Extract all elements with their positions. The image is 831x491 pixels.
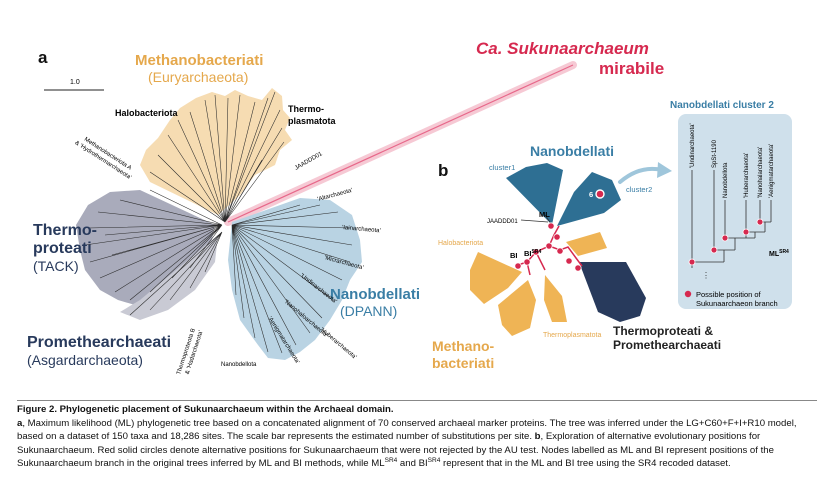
label-thermoproteati-2: proteati — [33, 240, 92, 257]
label-nanobdellati-a: Nanobdellati — [330, 286, 420, 303]
label-cluster1: cluster1 — [489, 163, 515, 172]
wedge-halobacteriota — [470, 252, 522, 304]
cluster2-dots: ⋮ — [702, 271, 710, 280]
label-ml: ML — [539, 210, 550, 219]
cluster2-box-title: Nanobdellati cluster 2 — [670, 100, 774, 111]
label-promethearchaeati: Promethearchaeati — [27, 334, 171, 351]
scale-bar-label: 1.0 — [70, 79, 80, 86]
wedge-thermoproteati — [579, 262, 646, 322]
label-methano-1: Methano- — [432, 338, 495, 354]
caption-sup-2: SR4 — [427, 456, 441, 464]
cluster2-taxon-2: SpSt-1190 — [712, 139, 718, 168]
caption-b-letter: b — [534, 431, 541, 443]
cluster2-taxon-1: 'Undinarchaeota' — [690, 123, 696, 168]
cluster2-box — [678, 114, 792, 309]
label-thermoproteati-1: Thermo- — [33, 222, 97, 239]
caption-sup-1: SR4 — [384, 456, 398, 464]
label-thermoproteati-b-2: Promethearchaeati — [613, 338, 721, 352]
wedge-thermoplasmatota — [544, 275, 567, 322]
wedge-orange-small — [566, 232, 607, 256]
wedge-cluster1 — [506, 163, 563, 225]
wedge-cluster2 — [557, 172, 621, 226]
cluster2-taxon-4: 'Huberarchaeota' — [744, 153, 750, 198]
label-cluster2: cluster2 — [626, 185, 652, 194]
scale-bar: 1.0 — [44, 79, 104, 91]
arrow-head — [657, 162, 672, 178]
label-bi-sr4: BISR4 — [524, 249, 541, 258]
label-methano-2: bacteriati — [432, 355, 494, 371]
panel-b-letter: b — [438, 161, 448, 180]
label-nanobdellota-a: Nanobdellota — [221, 362, 257, 368]
label-methanobacteriati: Methanobacteriati — [135, 52, 263, 69]
cluster2-taxon-3: Nanobdellota — [723, 162, 729, 198]
label-nanobdellati-b: Nanobdellati — [530, 143, 614, 159]
label-methanobacteriota-a: Methanobacteriota A & 'Hydrothermarchaeo… — [74, 133, 137, 181]
label-bi: BI — [510, 251, 518, 260]
label-dpann: (DPANN) — [340, 303, 397, 319]
wedge-methanobacteriati — [498, 280, 536, 336]
legend-line2: Sukunaarchaeon branch — [696, 299, 778, 308]
cluster2-tree — [691, 170, 772, 268]
caption-divider — [17, 400, 817, 401]
legend-line1: Possible position of — [696, 290, 762, 299]
label-halobacteriota-b: Halobacteriota — [438, 240, 483, 247]
label-thermoplasmatota-2: plasmatota — [288, 116, 337, 126]
label-euryarchaeota: (Euryarchaeota) — [148, 69, 248, 85]
legend-marker — [684, 290, 692, 298]
cluster2-node-count: 6 — [589, 190, 593, 199]
label-thermoplasmatota-b: Thermoplasmatota — [543, 332, 601, 339]
euryarchaeota-clade — [140, 88, 292, 215]
label-iainarchaeota: 'Iainarchaeota' — [342, 225, 381, 234]
caption-and-text: and BI — [397, 457, 428, 469]
callout-title-line2: mirabile — [599, 59, 664, 78]
cluster2-nodes — [688, 218, 764, 266]
label-bi-sr4-sup: SR4 — [532, 249, 542, 255]
label-thermoproteota-b: Thermoproteota B & 'Hadarchaeota' — [176, 326, 205, 378]
label-asgardarchaeota: (Asgardarchaeota) — [27, 352, 143, 368]
caption-a-letter: a — [17, 418, 23, 430]
label-altarchaeota: 'Altarchaeota' — [317, 188, 353, 203]
callout-title-line1: Ca. Sukunaarchaeum — [476, 39, 649, 58]
panel-b-nodes — [514, 222, 582, 272]
figure-caption: Figure 2. Phylogenetic placement of Suku… — [17, 403, 817, 470]
asgard-clade — [120, 235, 218, 320]
cluster2-taxon-5: 'Nanohalarchaeota' — [758, 147, 764, 198]
sukunaarchaeum-branch — [227, 64, 574, 223]
tack-clade — [76, 190, 215, 305]
figure-canvas: a 1.0 Methanobacteriati (Euryarchaeota) … — [27, 39, 792, 378]
label-ml-sr4-sup: SR4 — [779, 249, 789, 255]
label-ml-sr4: MLSR4 — [769, 249, 789, 258]
arrow-to-cluster2-box — [618, 166, 664, 184]
cluster2-node-marker — [595, 189, 605, 199]
label-jaadd-a: JAADDD01 — [294, 151, 324, 172]
label-huberarchaeota: 'Huberarchaeota' — [319, 327, 358, 361]
caption-title: Figure 2. Phylogenetic placement of Suku… — [17, 404, 394, 415]
dpann-clade — [228, 198, 362, 360]
panel-b-tree — [517, 225, 583, 276]
label-tack: (TACK) — [33, 258, 79, 274]
panel-a-letter: a — [38, 48, 48, 67]
cluster2-taxon-6: 'Aenigmatarchaeota' — [769, 144, 775, 198]
label-halobacteriota: Halobacteriota — [115, 108, 179, 118]
label-bi-sr4-base: BI — [524, 249, 532, 258]
tree-branches — [84, 91, 353, 354]
label-jaadd-b: JAADDD01 — [487, 219, 518, 225]
label-thermoplasmatota-1: Thermo- — [288, 104, 324, 114]
label-thermoproteati-b-1: Thermoproteati & — [613, 324, 713, 338]
caption-end-text: represent that in the ML and BI tree usi… — [440, 457, 731, 469]
label-ml-sr4-base: ML — [769, 251, 780, 258]
caption-b-text: , Exploration of alternative evolutionar… — [17, 431, 774, 469]
caption-a-text: , Maximum likelihood (ML) phylogenetic t… — [17, 418, 797, 443]
